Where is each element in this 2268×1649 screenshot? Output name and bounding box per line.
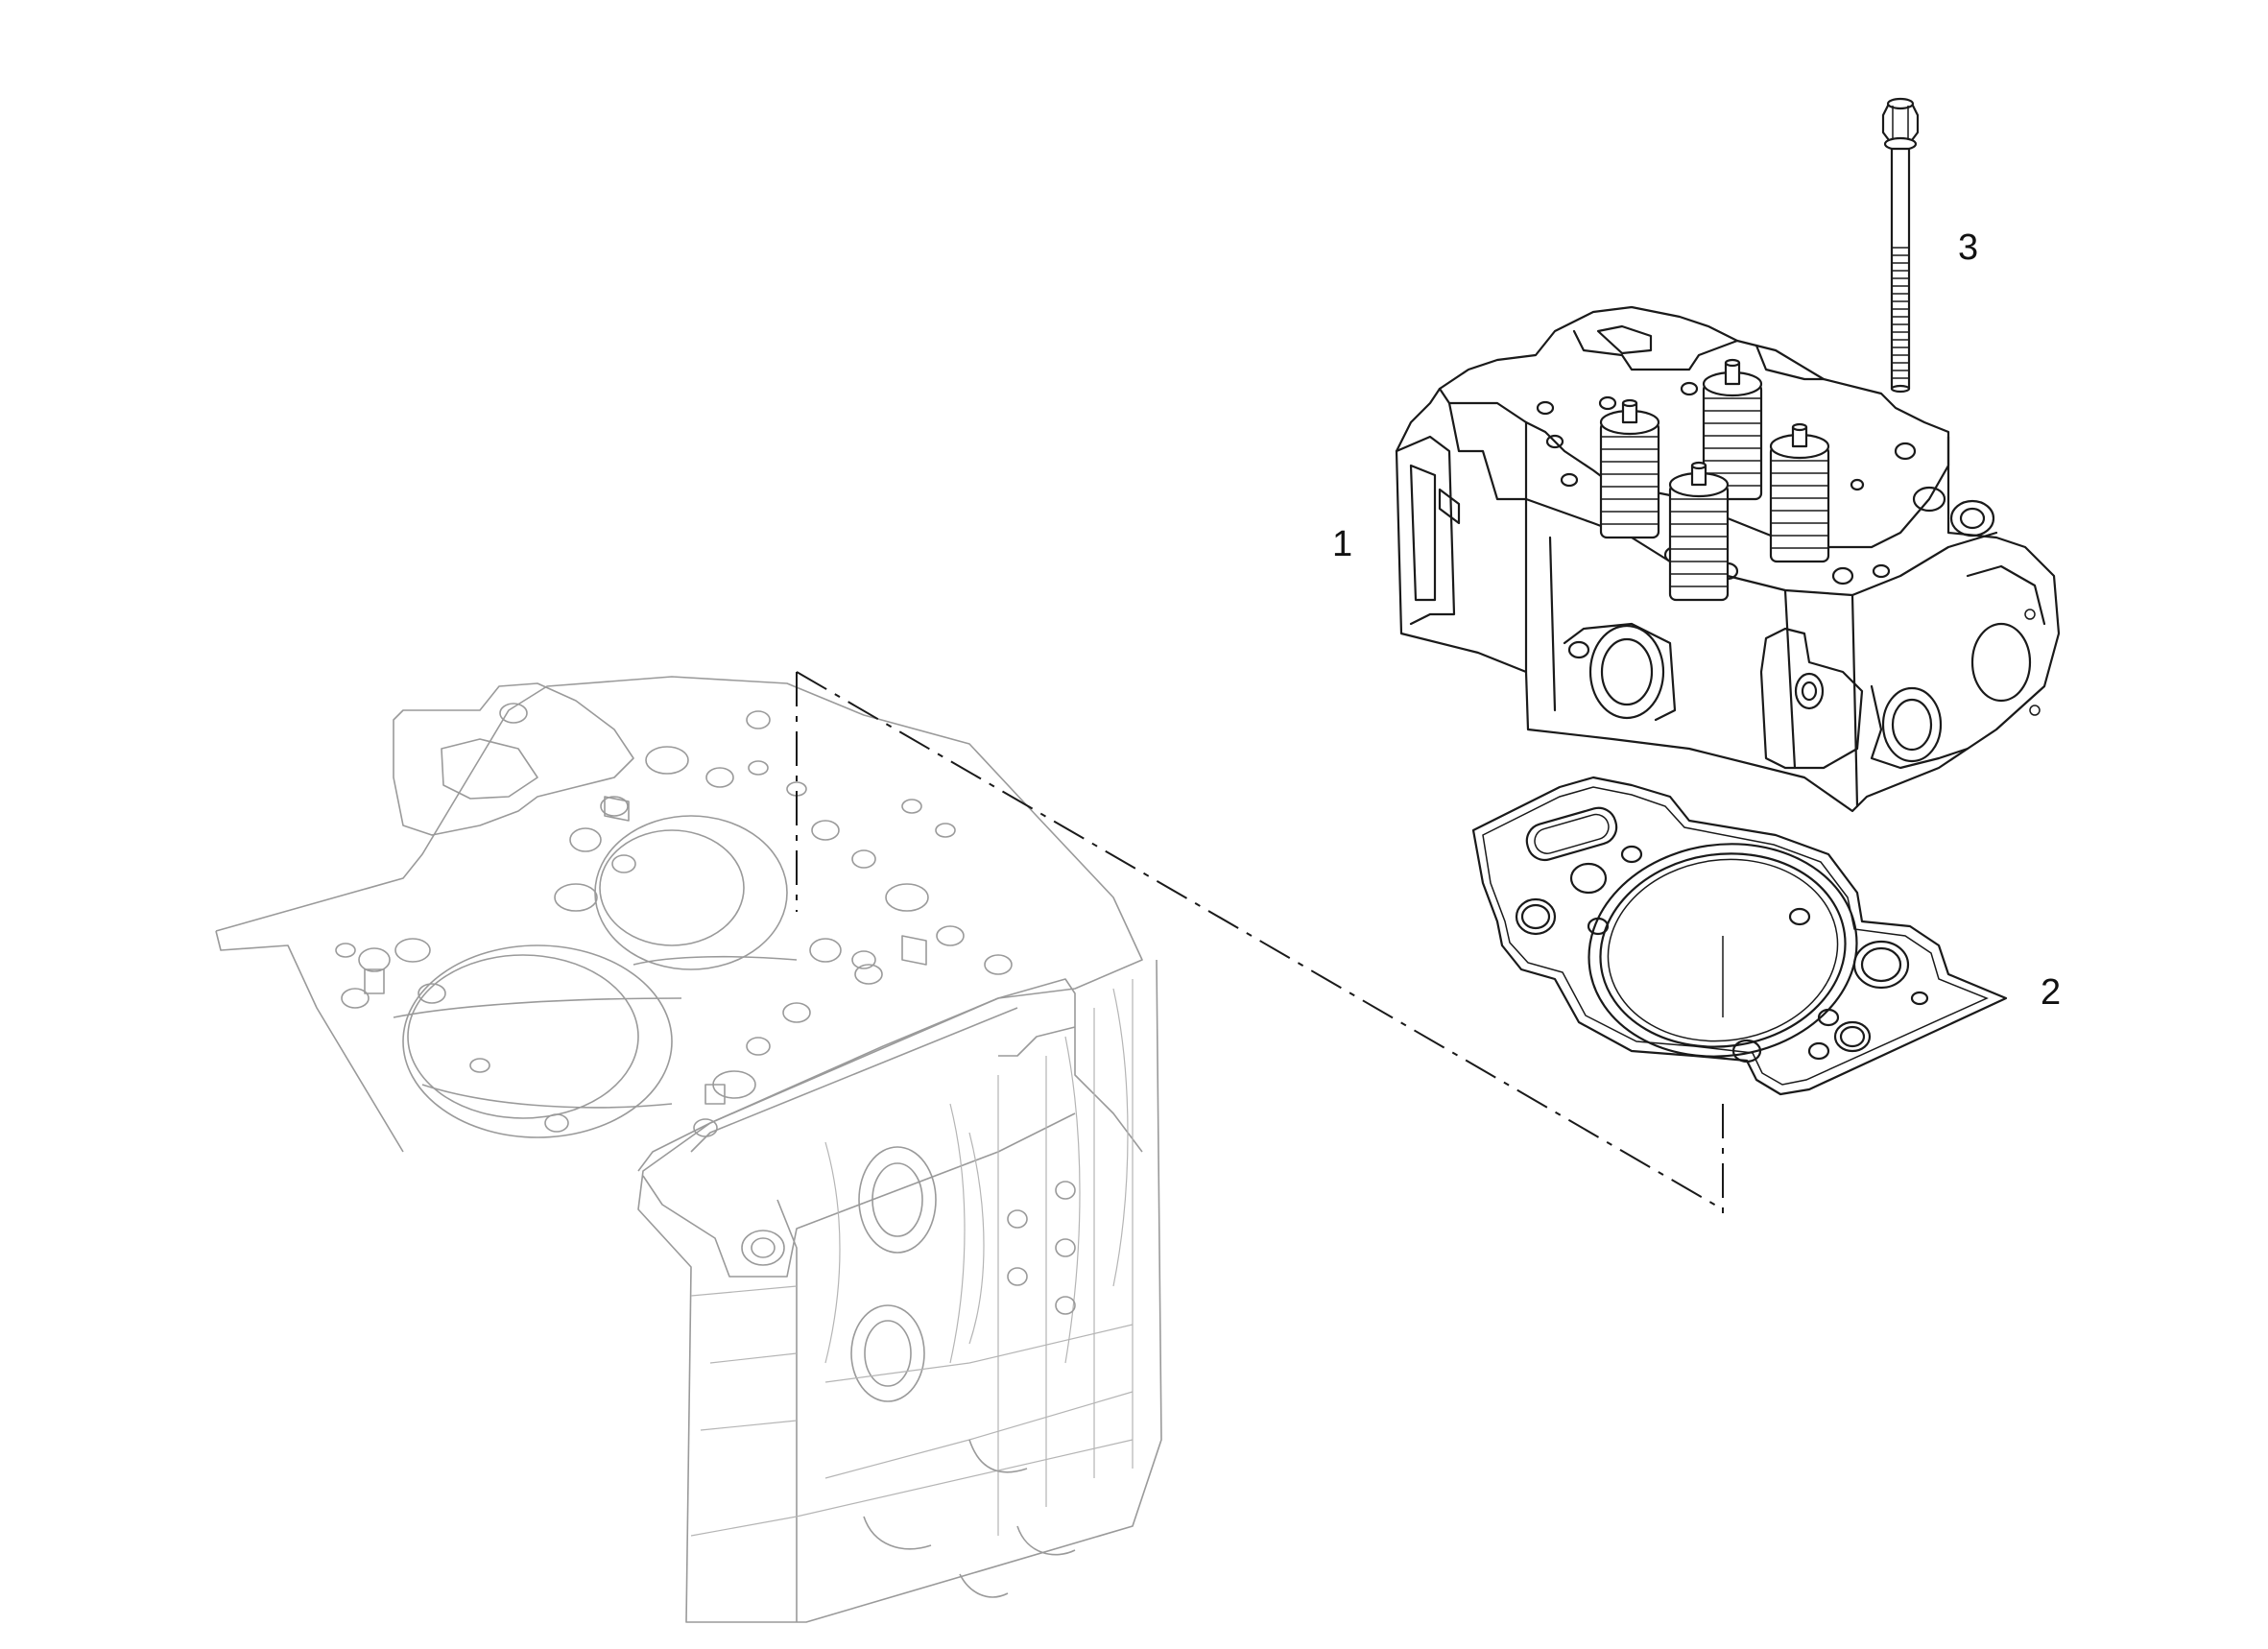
head-gasket <box>1471 776 2008 1096</box>
cylinder-head-bolt <box>1881 97 1920 394</box>
engine-block <box>215 676 1162 1623</box>
callout-1-label: 1 <box>1332 524 1353 564</box>
callout-3-label: 3 <box>1958 227 1979 268</box>
cylinder-head <box>1395 305 2061 813</box>
callout-2-label: 2 <box>2041 972 2062 1013</box>
valve-spring-group <box>1599 358 1830 602</box>
assembly-centerlines <box>796 671 1724 1214</box>
